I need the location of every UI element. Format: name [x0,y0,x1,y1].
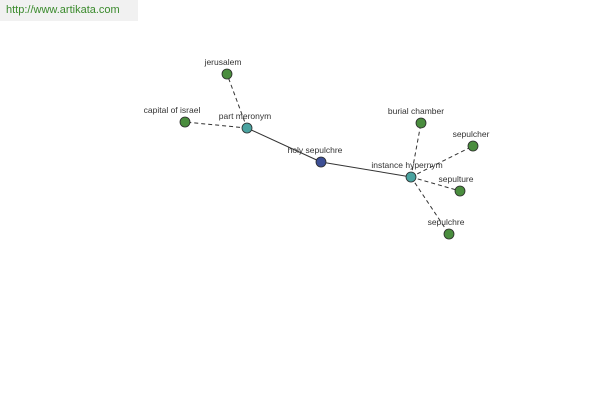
edge-instance-hypernym-to-sepulcher [410,145,474,178]
edge-part-meronym-to-jerusalem [226,73,248,129]
node-capital-of-israel[interactable]: capital of israel [144,105,201,128]
edge-instance-hypernym-to-sepulture [410,176,461,192]
edge-holy-sepulchre-to-instance-hypernym [320,161,412,178]
edge-instance-hypernym-to-burial-chamber [410,122,422,178]
url-banner: http://www.artikata.com [0,0,138,21]
node-label-sepulture: sepulture [439,174,474,184]
node-label-jerusalem: jerusalem [204,57,242,67]
node-burial-chamber[interactable]: burial chamber [388,106,444,129]
node-label-part-meronym: part meronym [219,111,271,121]
node-instance-hypernym[interactable]: instance hypernym [371,160,443,183]
node-sepulchre[interactable]: sepulchre [428,217,465,240]
node-label-burial-chamber: burial chamber [388,106,444,116]
node-label-sepulcher: sepulcher [453,129,490,139]
edge-layer [184,73,474,235]
edge-holy-sepulchre-to-part-meronym [246,127,322,163]
node-dot-sepulcher[interactable] [467,140,479,152]
node-dot-sepulchre[interactable] [443,228,455,240]
node-dot-part-meronym[interactable] [241,122,253,134]
node-layer: holy sepulchre part meronym instance hyper… [144,57,490,240]
node-part-meronym[interactable]: part meronym [219,111,271,134]
node-label-holy-sepulchre: holy sepulchre [288,145,343,155]
node-dot-instance-hypernym[interactable] [405,171,417,183]
edge-instance-hypernym-to-sepulchre [410,176,450,235]
node-sepulture[interactable]: sepulture [439,174,474,197]
node-dot-capital-of-israel[interactable] [179,116,191,128]
edge-part-meronym-to-capital-of-israel [184,121,248,129]
node-dot-sepulture[interactable] [454,185,466,197]
node-dot-holy-sepulchre[interactable] [315,156,327,168]
node-dot-burial-chamber[interactable] [415,117,427,129]
node-label-capital-of-israel: capital of israel [144,105,201,115]
node-holy-sepulchre[interactable]: holy sepulchre [288,145,343,168]
node-dot-jerusalem[interactable] [221,68,233,80]
node-label-sepulchre: sepulchre [428,217,465,227]
node-sepulcher[interactable]: sepulcher [453,129,490,152]
node-jerusalem[interactable]: jerusalem [204,57,242,80]
site-url[interactable]: http://www.artikata.com [6,4,120,16]
node-label-instance-hypernym: instance hypernym [371,160,442,170]
